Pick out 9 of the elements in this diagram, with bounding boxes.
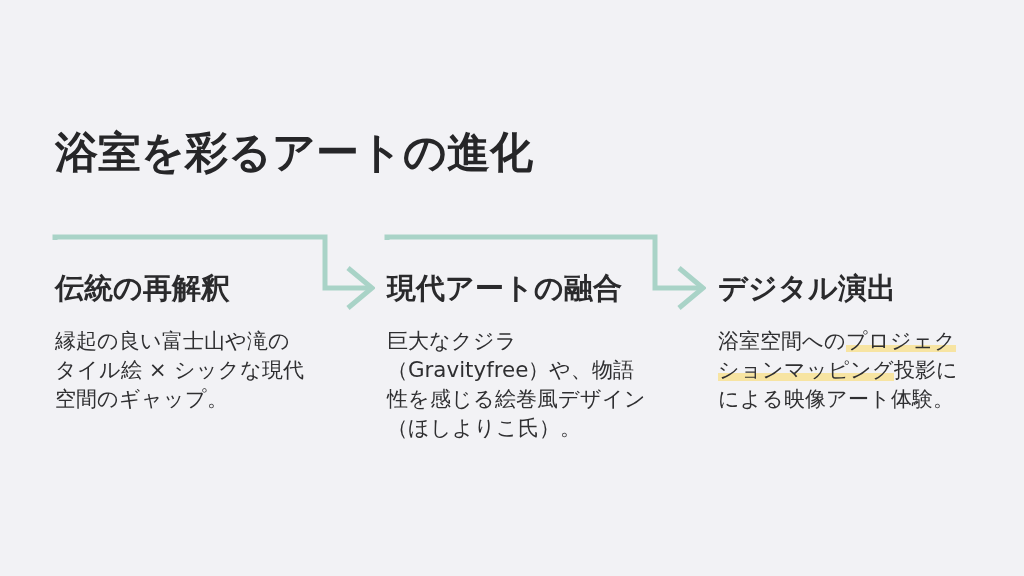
step-description: 浴室空間へのプロジェクションマッピング投影にによる映像アート体験。: [718, 327, 959, 413]
step-description: 縁起の良い富士山や滝のタイル絵 × シックな現代空間のギャップ。: [55, 327, 305, 413]
step-heading: 伝統の再解釈: [55, 270, 230, 306]
slide-title: 浴室を彩るアートの進化: [55, 126, 533, 178]
step-heading: 現代アートの融合: [387, 270, 622, 306]
connector-arrow: [52, 234, 375, 311]
step-description: 巨大なクジラ（Gravityfree）や、物語性を感じる絵巻風デザイン（ほしよりこ氏）。: [387, 327, 647, 442]
step-heading: デジタル演出: [718, 270, 896, 306]
connector-arrow: [384, 234, 706, 311]
